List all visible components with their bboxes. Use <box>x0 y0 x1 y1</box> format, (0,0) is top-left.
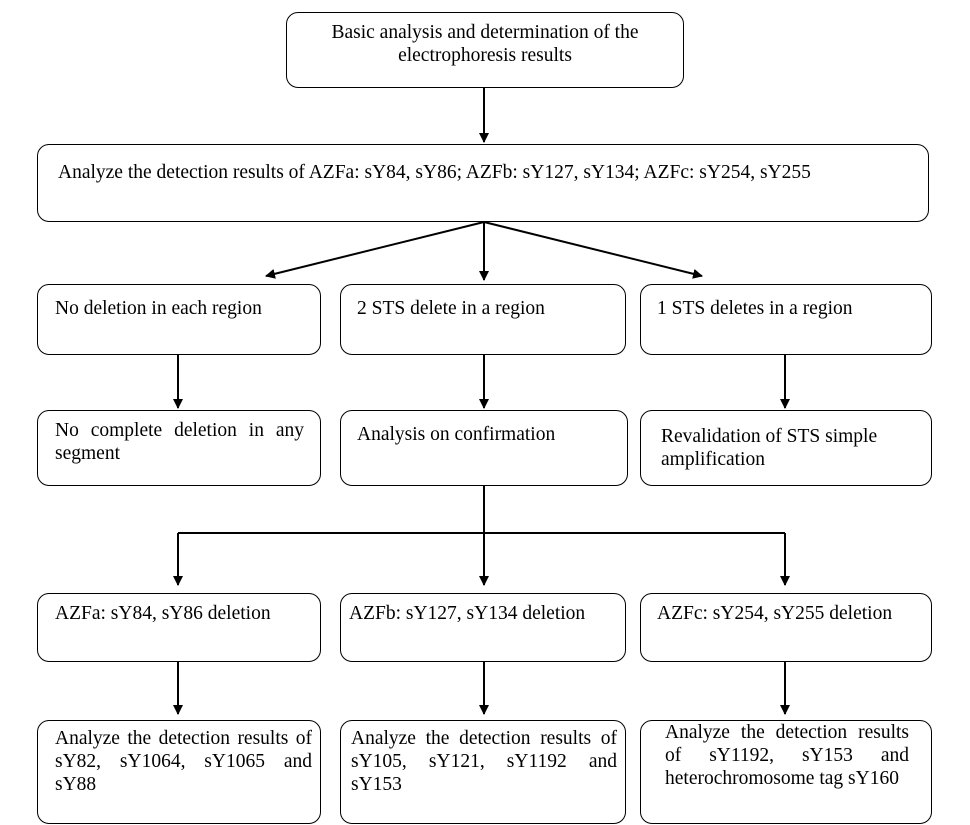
node-no-deletion: No deletion in each region <box>37 284 321 355</box>
node-revalidation: Revalidation of STS simple amplification <box>640 410 932 486</box>
node-azfb-deletion-text: AZFb: sY127, sY134 deletion <box>349 603 586 624</box>
node-one-sts-delete: 1 STS deletes in a region <box>640 284 932 355</box>
node-azfa-deletion-text: AZFa: sY84, sY86 deletion <box>55 603 271 624</box>
node-azfb-deletion: AZFb: sY127, sY134 deletion <box>340 593 626 662</box>
arrow-analyze-to-one-sts <box>483 221 703 279</box>
node-no-complete-deletion: No complete deletion in any segment <box>37 410 321 486</box>
node-analyze-detection-results: Analyze the detection results of AZFa: s… <box>37 144 929 222</box>
node-azfb-next-analysis-text: Analyze the detection results of sY105, … <box>351 728 617 795</box>
node-azfc-next-analysis-text: Analyze the detection results of sY1192,… <box>665 722 909 789</box>
node-azfc-next-analysis: Analyze the detection results of sY1192,… <box>640 720 932 824</box>
node-revalidation-text: Revalidation of STS simple amplification <box>661 426 878 470</box>
node-azfa-next-analysis-text: Analyze the detection results of sY82, s… <box>55 728 312 795</box>
node-two-sts-delete-text: 2 STS delete in a region <box>357 298 545 319</box>
node-no-complete-deletion-text: No complete deletion in any segment <box>55 420 304 464</box>
node-azfb-next-analysis: Analyze the detection results of sY105, … <box>340 720 626 824</box>
node-no-deletion-text: No deletion in each region <box>55 298 262 319</box>
node-basic-analysis: Basic analysis and determination of the … <box>286 12 684 88</box>
node-azfc-deletion-text: AZFc: sY254, sY255 deletion <box>657 603 893 624</box>
node-azfc-deletion: AZFc: sY254, sY255 deletion <box>640 593 932 662</box>
node-basic-analysis-text: Basic analysis and determination of the … <box>331 22 639 66</box>
node-analyze-detection-results-text: Analyze the detection results of AZFa: s… <box>58 162 811 183</box>
arrow-analyze-to-no-deletion <box>265 221 485 279</box>
node-azfa-next-analysis: Analyze the detection results of sY82, s… <box>37 720 321 824</box>
node-analysis-on-confirmation-text: Analysis on confirmation <box>357 424 556 445</box>
node-analysis-on-confirmation: Analysis on confirmation <box>340 410 628 486</box>
node-one-sts-delete-text: 1 STS deletes in a region <box>657 298 853 319</box>
node-two-sts-delete: 2 STS delete in a region <box>340 284 626 355</box>
node-azfa-deletion: AZFa: sY84, sY86 deletion <box>37 593 321 662</box>
